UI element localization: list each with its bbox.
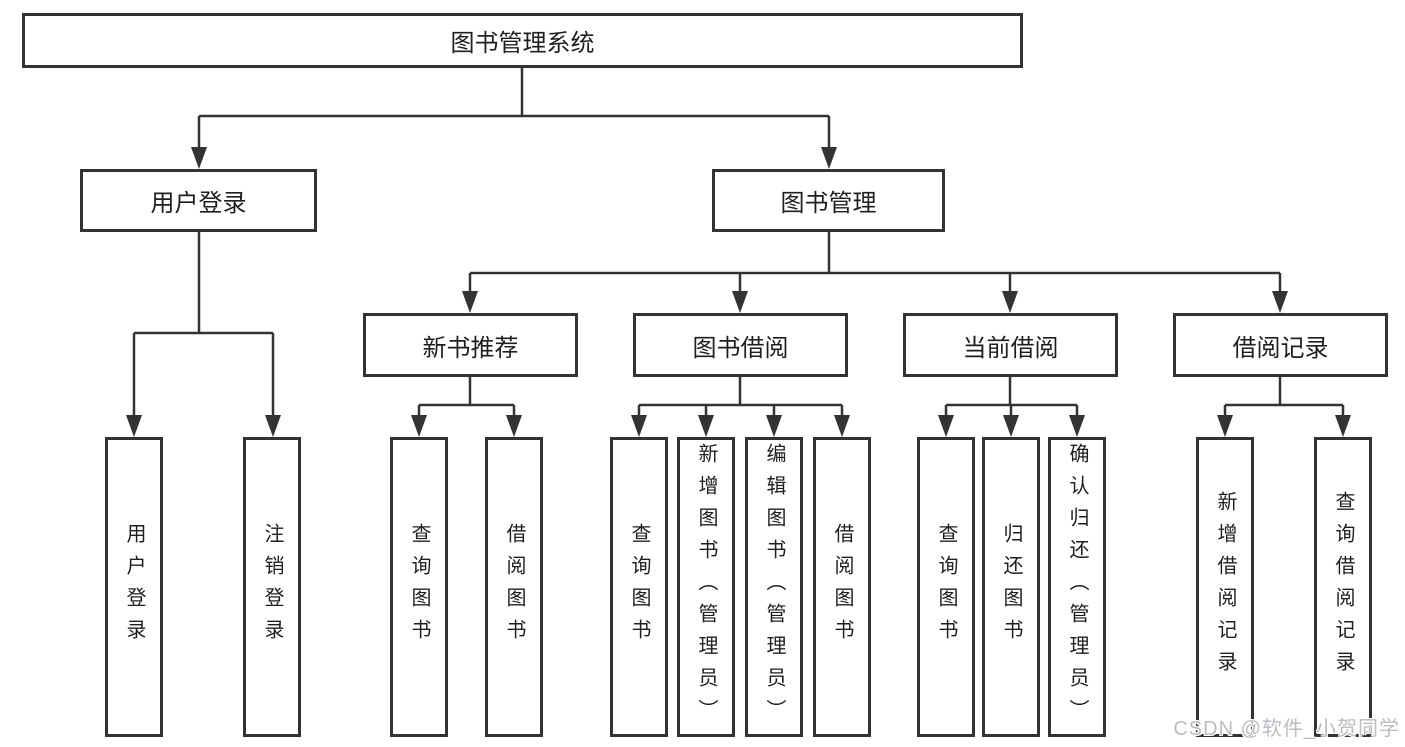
node-label: 借阅图书: [831, 523, 853, 651]
leaf-records-add-record: 新增借阅记录: [1196, 437, 1254, 737]
node-current-borrowing: 当前借阅: [903, 313, 1118, 377]
node-new-book-recommendation: 新书推荐: [363, 313, 578, 377]
node-label: 新书推荐: [422, 334, 519, 362]
node-label: 用户登录: [123, 523, 145, 651]
node-label: 确认归还（管理员）: [1066, 443, 1088, 731]
node-label: 注销登录: [261, 523, 283, 651]
node-label: 用户登录: [150, 190, 247, 217]
node-library-management-system: 图书管理系统: [22, 13, 1023, 68]
leaf-borrowing-add-books-admin: 新增图书（管理员）: [677, 437, 735, 737]
leaf-user-login: 用户登录: [105, 437, 163, 737]
leaf-current-confirm-return-admin: 确认归还（管理员）: [1048, 437, 1106, 737]
node-label: 查询图书: [408, 523, 430, 651]
node-label: 归还图书: [1000, 523, 1022, 651]
node-label: 图书借阅: [692, 334, 789, 362]
node-label: 新增借阅记录: [1214, 491, 1236, 683]
node-label: 查询借阅记录: [1332, 491, 1354, 683]
node-label: 查询图书: [628, 523, 650, 651]
node-user-login: 用户登录: [80, 169, 317, 232]
node-label: 当前借阅: [962, 334, 1059, 362]
node-book-borrowing: 图书借阅: [633, 313, 848, 377]
leaf-borrowing-edit-books-admin: 编辑图书（管理员）: [745, 437, 803, 737]
node-label: 图书管理: [780, 190, 877, 217]
csdn-watermark: CSDN @软件_小贺同学: [1173, 718, 1400, 740]
node-label: 图书管理系统: [450, 30, 595, 57]
node-label: 新增图书（管理员）: [695, 443, 717, 731]
leaf-borrowing-borrow-books: 借阅图书: [813, 437, 871, 737]
leaf-logout: 注销登录: [243, 437, 301, 737]
node-book-management: 图书管理: [712, 169, 945, 232]
leaf-recommend-borrow-books: 借阅图书: [485, 437, 543, 737]
leaf-recommend-query-books: 查询图书: [390, 437, 448, 737]
node-label: 借阅图书: [503, 523, 525, 651]
leaf-records-query-record: 查询借阅记录: [1314, 437, 1372, 737]
leaf-current-return-books: 归还图书: [982, 437, 1040, 737]
node-borrowing-records: 借阅记录: [1173, 313, 1388, 377]
leaf-borrowing-query-books: 查询图书: [610, 437, 668, 737]
node-label: 编辑图书（管理员）: [763, 443, 785, 731]
node-label: 借阅记录: [1232, 334, 1329, 362]
node-label: 查询图书: [935, 523, 957, 651]
leaf-current-query-books: 查询图书: [917, 437, 975, 737]
